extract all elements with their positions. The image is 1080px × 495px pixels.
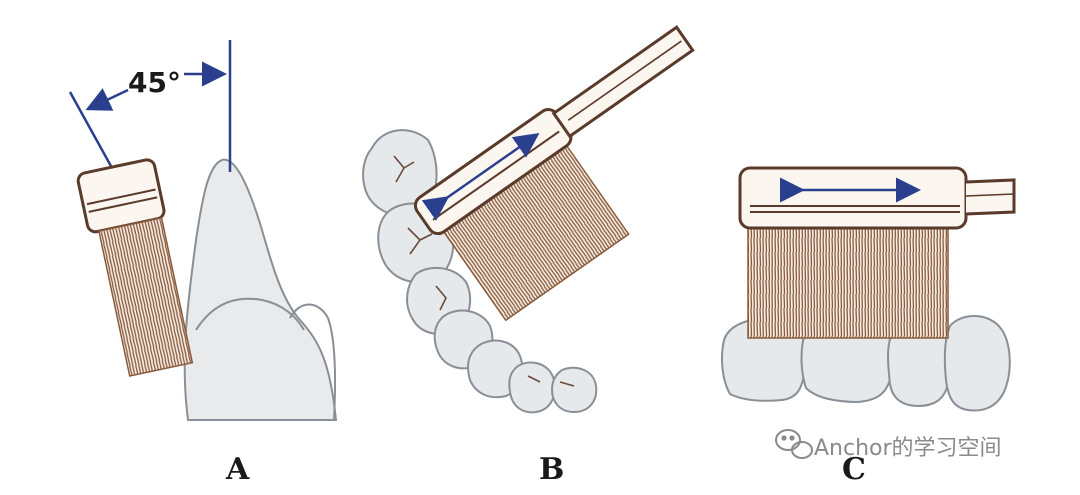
panel-c-bristles <box>747 227 949 339</box>
panel-label-b: B <box>539 452 565 487</box>
panel-a-angle-arrow-left <box>85 88 129 111</box>
panel-b-teeth <box>362 129 598 414</box>
panel-b-brush <box>413 25 695 322</box>
panel-a-brush <box>76 158 194 377</box>
panel-a-illustration <box>68 40 338 421</box>
panel-a-angled-line <box>68 91 114 169</box>
panel-b-illustration <box>362 25 695 414</box>
panel-c-brush-neck <box>965 178 1016 216</box>
watermark: Anchor的学习空间 <box>770 430 1002 462</box>
panel-a-bristles <box>98 217 194 377</box>
panel-c-brush <box>738 166 1016 339</box>
panel-a-back-tooth <box>289 303 337 421</box>
panel-label-a: A <box>226 452 250 487</box>
panel-a-gum-line <box>195 297 305 331</box>
panel-b-fissures <box>393 155 575 387</box>
panel-c-brush-head <box>738 166 968 230</box>
panel-a-tooth <box>183 158 338 421</box>
watermark-text: Anchor的学习空间 <box>814 436 1002 461</box>
panel-c-illustration <box>721 166 1016 412</box>
angle-label: 45° <box>128 66 181 99</box>
panel-b-motion-arrow <box>421 133 540 221</box>
panel-label-c: C <box>842 452 866 487</box>
wechat-icon <box>775 429 813 459</box>
